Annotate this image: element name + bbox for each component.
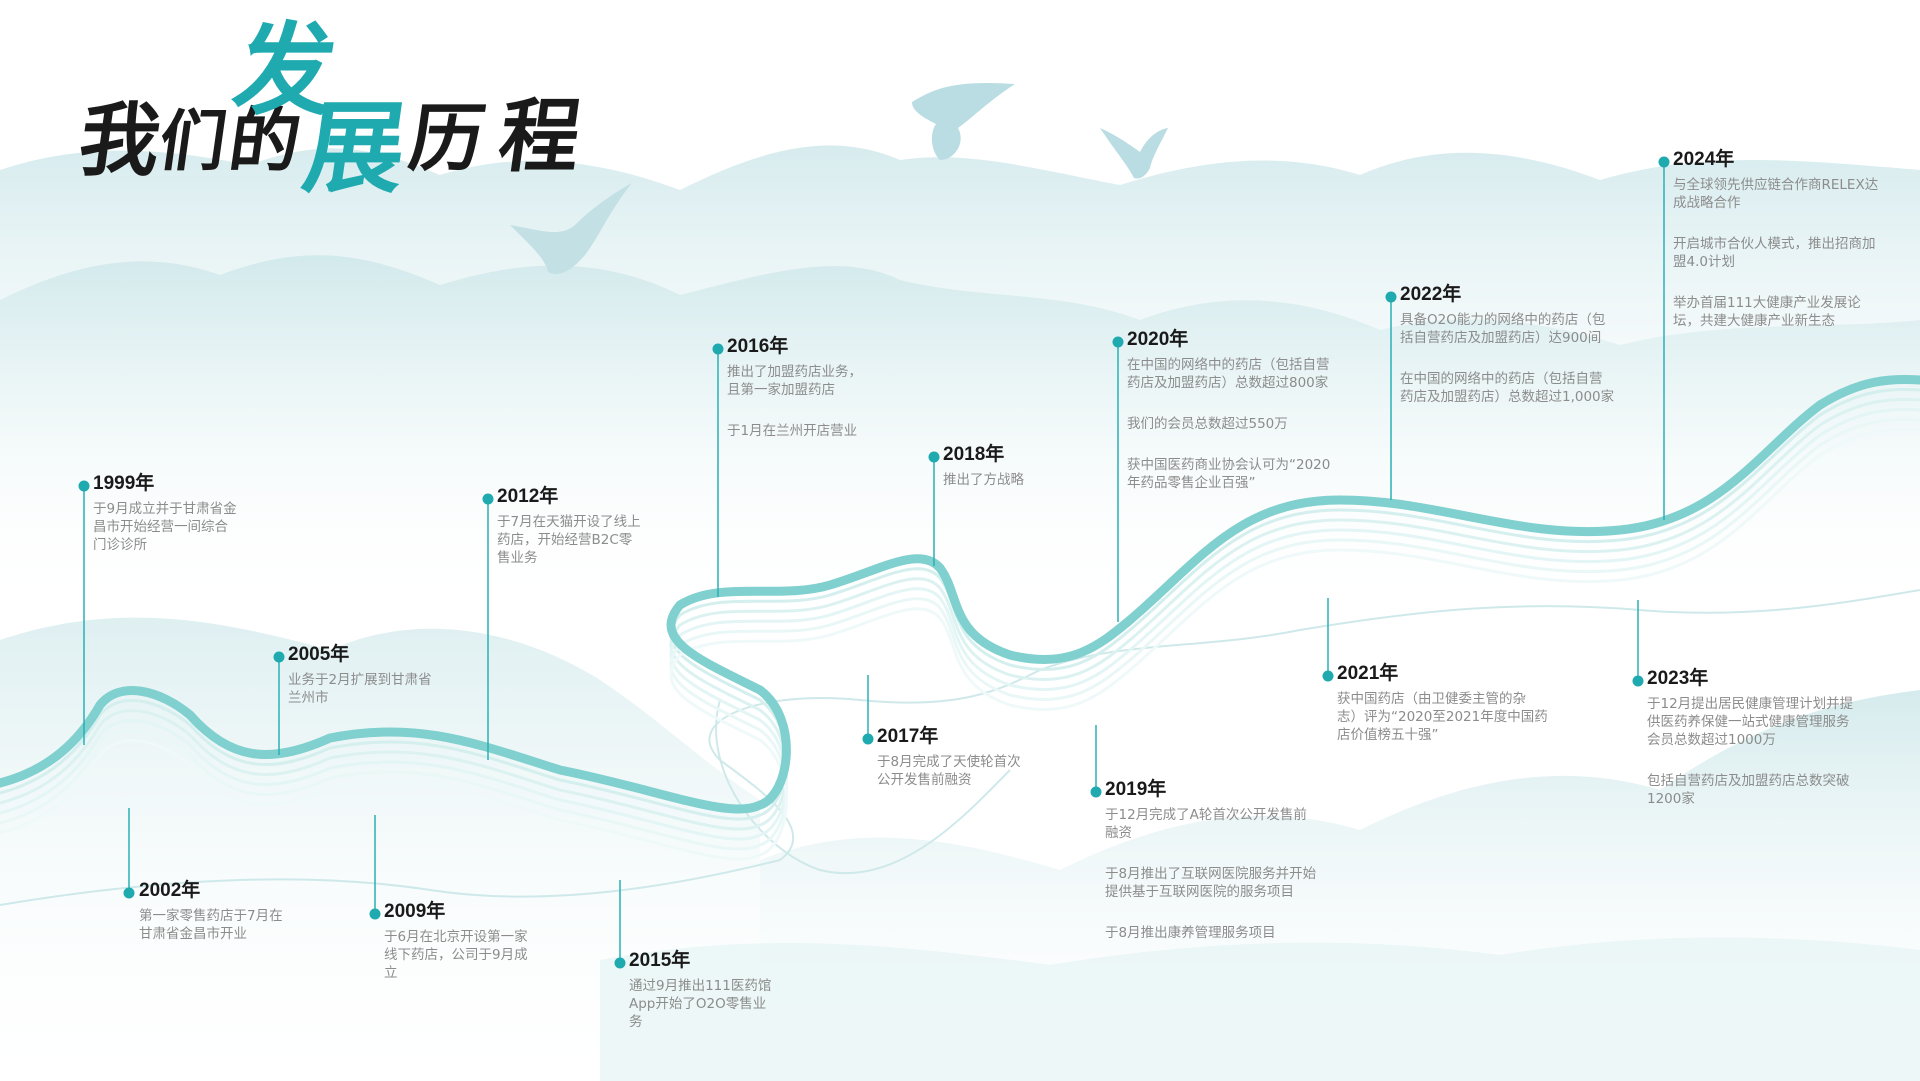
bird-icon (1100, 128, 1168, 179)
entry-year: 2021年 (1337, 662, 1577, 686)
entry-text: 推出了方战略 (943, 471, 1158, 489)
entry-text: 盟4.0计划 (1673, 253, 1903, 271)
entry-text: 融资 (1105, 824, 1345, 842)
entry-text: 在中国的网络中的药店（包括自营 (1127, 356, 1367, 374)
entry-text: 售业务 (497, 549, 712, 567)
entry-year: 2015年 (629, 949, 844, 973)
entry-year: 2019年 (1105, 778, 1345, 802)
entry-text: 通过9月推出111医药馆 (629, 977, 844, 995)
entry-text: 年药品零售企业百强” (1127, 474, 1367, 492)
entry-text: 1200家 (1647, 790, 1887, 808)
title-char-accent: 展 (298, 98, 412, 198)
entry-text: 立 (384, 964, 599, 982)
timeline-entry: 2024年 与全球领先供应链合作商RELEX达 成战略合作 开启城市合伙人模式，… (1673, 148, 1903, 330)
timeline-entry: 2016年 推出了加盟药店业务， 且第一家加盟药店 于1月在兰州开店营业 (727, 335, 942, 440)
entry-text: 成战略合作 (1673, 194, 1903, 212)
entry-text: 药店及加盟药店）总数超过1,000家 (1400, 388, 1640, 406)
timeline-entry: 2002年 第一家零售药店于7月在 甘肃省金昌市开业 (139, 879, 354, 943)
entry-text: 于12月提出居民健康管理计划并提 (1647, 695, 1887, 713)
timeline-entry: 2005年 业务于2月扩展到甘肃省 兰州市 (288, 643, 503, 707)
page-title: 我 们 的 发 展 历 程 (80, 20, 640, 200)
entry-text: 于8月推出康养管理服务项目 (1105, 924, 1345, 942)
timeline-entry: 2018年 推出了方战略 (943, 443, 1158, 489)
entry-text: 我们的会员总数超过550万 (1127, 415, 1367, 433)
entry-text: 于9月成立并于甘肃省金 (93, 500, 308, 518)
entry-text: 兰州市 (288, 689, 503, 707)
entry-text: 第一家零售药店于7月在 (139, 907, 354, 925)
entry-text: 店价值榜五十强” (1337, 726, 1577, 744)
timeline-entry: 2023年 于12月提出居民健康管理计划并提 供医药养保健一站式健康管理服务 会… (1647, 667, 1887, 808)
entry-text: 会员总数超过1000万 (1647, 731, 1887, 749)
entry-text: 线下药店，公司于9月成 (384, 946, 599, 964)
entry-text: 昌市开始经营一间综合 (93, 518, 308, 536)
entry-year: 2005年 (288, 643, 503, 667)
entry-text: 于7月在天猫开设了线上 (497, 513, 712, 531)
timeline-entry: 2012年 于7月在天猫开设了线上 药店，开始经营B2C零 售业务 (497, 485, 712, 567)
timeline-entry: 2019年 于12月完成了A轮首次公开发售前 融资 于8月推出了互联网医院服务并… (1105, 778, 1345, 942)
title-char: 程 (494, 96, 585, 176)
entry-text: 于8月推出了互联网医院服务并开始 (1105, 865, 1345, 883)
entry-text: 业务于2月扩展到甘肃省 (288, 671, 503, 689)
entry-text: 开启城市合伙人模式，推出招商加 (1673, 235, 1903, 253)
entry-text: 志）评为“2020至2021年度中国药 (1337, 708, 1577, 726)
entry-year: 2009年 (384, 900, 599, 924)
entry-text: 与全球领先供应链合作商RELEX达 (1673, 176, 1903, 194)
entry-year: 2024年 (1673, 148, 1903, 172)
timeline-entry: 2009年 于6月在北京开设第一家 线下药店，公司于9月成 立 (384, 900, 599, 982)
entry-year: 2023年 (1647, 667, 1887, 691)
entry-text: 甘肃省金昌市开业 (139, 925, 354, 943)
entry-text: 获中国医药商业协会认可为“2020 (1127, 456, 1367, 474)
timeline-entry: 2022年 具备O2O能力的网络中的药店（包 括自营药店及加盟药店）达900间 … (1400, 283, 1640, 406)
entry-text: 于12月完成了A轮首次公开发售前 (1105, 806, 1345, 824)
timeline-entry: 2021年 获中国药店（由卫健委主管的杂 志）评为“2020至2021年度中国药… (1337, 662, 1577, 744)
entry-year: 2016年 (727, 335, 942, 359)
entry-year: 2012年 (497, 485, 712, 509)
entry-text: 推出了加盟药店业务， (727, 363, 942, 381)
entry-text: 举办首届111大健康产业发展论 (1673, 294, 1903, 312)
entry-text: 于8月完成了天使轮首次 (877, 753, 1092, 771)
entry-text: 于1月在兰州开店营业 (727, 422, 942, 440)
entry-text: 公开发售前融资 (877, 771, 1092, 789)
entry-text: 括自营药店及加盟药店）达900间 (1400, 329, 1640, 347)
entry-text: 且第一家加盟药店 (727, 381, 942, 399)
entry-text: 药店及加盟药店）总数超过800家 (1127, 374, 1367, 392)
entry-text: 门诊诊所 (93, 536, 308, 554)
entry-text: 在中国的网络中的药店（包括自营 (1400, 370, 1640, 388)
entry-text: App开始了O2O零售业 (629, 995, 844, 1013)
entry-text: 务 (629, 1013, 844, 1031)
entry-text: 供医药养保健一站式健康管理服务 (1647, 713, 1887, 731)
timeline-entry: 2015年 通过9月推出111医药馆 App开始了O2O零售业 务 (629, 949, 844, 1031)
entry-year: 2022年 (1400, 283, 1640, 307)
entry-text: 药店，开始经营B2C零 (497, 531, 712, 549)
entry-year: 2018年 (943, 443, 1158, 467)
entry-year: 2020年 (1127, 328, 1367, 352)
title-char: 们 (155, 108, 230, 174)
entry-text: 于6月在北京开设第一家 (384, 928, 599, 946)
entry-text: 包括自营药店及加盟药店总数突破 (1647, 772, 1887, 790)
timeline-entry: 1999年 于9月成立并于甘肃省金 昌市开始经营一间综合 门诊诊所 (93, 472, 308, 554)
entry-text: 具备O2O能力的网络中的药店（包 (1400, 311, 1640, 329)
entry-text: 坛，共建大健康产业新生态 (1673, 312, 1903, 330)
title-char: 历 (405, 102, 489, 176)
entry-text: 获中国药店（由卫健委主管的杂 (1337, 690, 1577, 708)
bird-icon (912, 83, 1015, 160)
timeline-entry: 2017年 于8月完成了天使轮首次 公开发售前融资 (877, 725, 1092, 789)
title-char: 我 (74, 100, 165, 180)
entry-text: 提供基于互联网医院的服务项目 (1105, 883, 1345, 901)
entry-year: 2017年 (877, 725, 1092, 749)
entry-year: 1999年 (93, 472, 308, 496)
entry-year: 2002年 (139, 879, 354, 903)
timeline-entry: 2020年 在中国的网络中的药店（包括自营 药店及加盟药店）总数超过800家 我… (1127, 328, 1367, 492)
